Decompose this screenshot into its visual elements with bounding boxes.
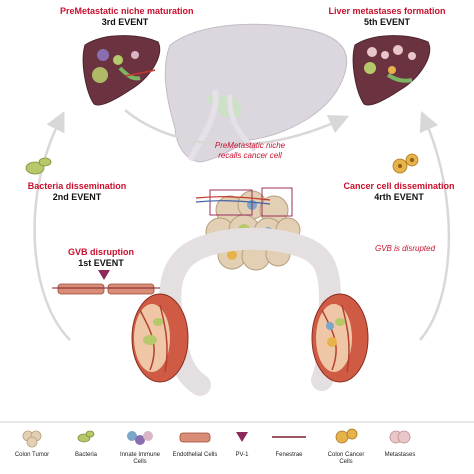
tissue-section-left xyxy=(131,293,189,383)
niche-annotation-line2: recalls cancer cell xyxy=(218,151,282,160)
arrow-niche-to-metastases xyxy=(124,109,350,146)
event1-title: GVB disruption xyxy=(68,247,134,257)
legend-cancer-cells-icon xyxy=(335,428,358,444)
gvb-barrier xyxy=(52,270,160,295)
legend-bacteria-icon xyxy=(77,430,95,443)
legend-fenestrae: Fenestrae xyxy=(275,452,303,458)
legend-colon-tumor-icon xyxy=(22,430,42,448)
legend-colon-tumor: Colon Tumor xyxy=(14,452,50,458)
event2-title: Bacteria dissemination xyxy=(27,181,127,191)
event1-label: 1st EVENT xyxy=(78,258,124,268)
legend-pv1-icon xyxy=(236,432,248,442)
event4-title: Cancer cell dissemination xyxy=(343,181,455,191)
central-liver xyxy=(164,23,348,163)
arrow-left-cycle xyxy=(33,111,71,341)
legend-bacteria: Bacteria xyxy=(74,452,97,458)
cancer-cell-icon xyxy=(392,153,419,174)
arrow-right-cycle xyxy=(419,110,451,341)
legend-metastases: Metastases xyxy=(384,452,416,458)
legend-pv1: PV-1 xyxy=(235,452,249,458)
legend-endothelial-icon xyxy=(179,432,211,443)
tissue-section-right xyxy=(311,293,369,383)
event3-title: PreMetastatic niche maturation xyxy=(60,6,194,16)
legend-icons xyxy=(22,428,411,448)
liver-premetastatic xyxy=(82,35,161,106)
event4-label: 4rth EVENT xyxy=(374,192,424,202)
legend-innate-immune: Innate Immune Cells xyxy=(119,452,161,465)
tumor-cluster xyxy=(195,187,301,271)
event3-label: 3rd EVENT xyxy=(101,17,149,27)
gvb-disrupted-annotation: GVB is disrupted xyxy=(374,244,436,253)
bacteria-cluster-icon xyxy=(25,157,52,175)
event5-label: 5th EVENT xyxy=(363,17,410,27)
legend-colon-cancer: Colon Cancer Cells xyxy=(327,452,365,465)
legend-metastases-icon xyxy=(389,430,411,444)
legend-endothelial: Endothelial Cells xyxy=(172,452,218,458)
liver-metastases xyxy=(352,35,431,106)
niche-annotation-line1: PreMetastatic niche xyxy=(214,141,286,150)
event2-label: 2nd EVENT xyxy=(52,192,102,202)
event5-title: Liver metastases formation xyxy=(328,6,446,16)
flow-arrows xyxy=(33,109,451,341)
legend-immune-cells-icon xyxy=(127,431,153,445)
